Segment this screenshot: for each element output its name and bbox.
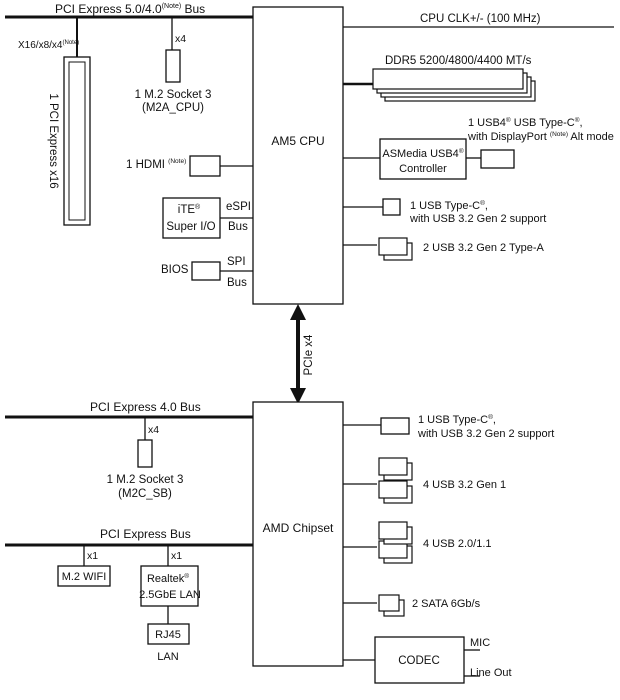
usb4-label-line2: with DisplayPort (Note) Alt mode (467, 131, 614, 143)
codec-label: CODEC (398, 655, 440, 667)
superio-label-line1: iTE® (178, 203, 201, 216)
usb20-port-1 (378, 521, 408, 540)
asmedia-label-line1: ASMedia USB4® (382, 147, 463, 160)
m2c-lane-label: x4 (148, 424, 159, 436)
lan-controller-line2: 2.5GbE LAN (139, 589, 201, 601)
wifi-lane-label: x1 (87, 550, 98, 562)
x16-lanes-label: X16/x8/x4(Note) (18, 40, 79, 51)
asmedia-box (379, 138, 467, 180)
cpu-box (252, 6, 344, 305)
cpu-label: AM5 CPU (271, 134, 324, 148)
m2c-socket (137, 439, 153, 468)
usb32-port-1 (378, 457, 408, 476)
usb4-label-line1: 1 USB4® USB Type-C®, (468, 116, 583, 129)
cpu-usbc-label-line2: with USB 3.2 Gen 2 support (409, 213, 546, 225)
espi-label-line2: Bus (228, 221, 248, 233)
cpu-usba-label: 2 USB 3.2 Gen 2 Type-A (423, 242, 545, 254)
espi-label-line1: eSPI (226, 201, 251, 213)
wifi-label: M.2 WIFI (62, 571, 107, 583)
chipset-usbc-port (380, 417, 410, 435)
lan-controller-box (140, 565, 199, 607)
lineout-label: Line Out (470, 667, 512, 679)
m2c-label-line2: (M2C_SB) (118, 488, 172, 500)
chipset-box (252, 401, 344, 667)
pcie-x4-link-label: PCIe x4 (303, 334, 315, 376)
bios-label: BIOS (161, 264, 189, 276)
spi-label-line1: SPI (227, 256, 246, 268)
usb32-port-3 (378, 480, 408, 499)
codec-box (374, 636, 465, 684)
mic-label: MIC (470, 637, 490, 649)
pcie-x16-slot-label: 1 PCI Express x16 (47, 93, 59, 188)
pcie40-bus-label: PCI Express 4.0 Bus (90, 400, 201, 414)
usb20-label: 4 USB 2.0/1.1 (423, 538, 492, 550)
cpu-usba-port-1 (378, 237, 408, 256)
usb4-port (480, 149, 515, 169)
superio-label-line2: Super I/O (166, 221, 215, 233)
sata-port-1 (378, 594, 400, 612)
cpu-usbc-port (382, 198, 401, 216)
bios-chip (191, 261, 221, 281)
chipset-label: AMD Chipset (263, 521, 334, 535)
chipset-usbc-label-line2: with USB 3.2 Gen 2 support (417, 428, 554, 440)
m2a-socket (165, 49, 181, 83)
lan-lane-label: x1 (171, 550, 182, 562)
m2c-label-line1: 1 M.2 Socket 3 (107, 474, 184, 486)
wifi-box (57, 565, 111, 587)
cpu-usbc-label-line1: 1 USB Type-C®, (410, 199, 488, 212)
clk-label: CPU CLK+/- (100 MHz) (420, 13, 541, 25)
m2a-label-line1: 1 M.2 Socket 3 (135, 89, 212, 101)
hdmi-port (189, 155, 221, 177)
ddr5-label: DDR5 5200/4800/4400 MT/s (385, 55, 532, 67)
m2a-lane-label: x4 (175, 33, 186, 45)
sata-label: 2 SATA 6Gb/s (412, 598, 481, 610)
ddr5-dimm-1 (372, 68, 524, 90)
lan-controller-line1: Realtek® (147, 572, 189, 585)
pcie-x16-slot-inner (68, 61, 86, 221)
usb32-label: 4 USB 3.2 Gen 1 (423, 479, 506, 491)
asmedia-label-line2: Controller (399, 163, 447, 175)
superio-box (162, 197, 221, 239)
spi-label-line2: Bus (227, 277, 247, 289)
lan-label: LAN (157, 651, 178, 663)
chipset-usbc-label-line1: 1 USB Type-C®, (418, 413, 496, 426)
pcie-bus-label: PCI Express Bus (100, 527, 191, 541)
rj45-port (147, 623, 190, 645)
hdmi-label: 1 HDMI (Note) (126, 158, 186, 171)
rj45-label: RJ45 (155, 629, 181, 641)
m2a-label-line2: (M2A_CPU) (142, 102, 204, 114)
pcie-top-bus-label: PCI Express 5.0/4.0(Note) Bus (55, 2, 205, 16)
